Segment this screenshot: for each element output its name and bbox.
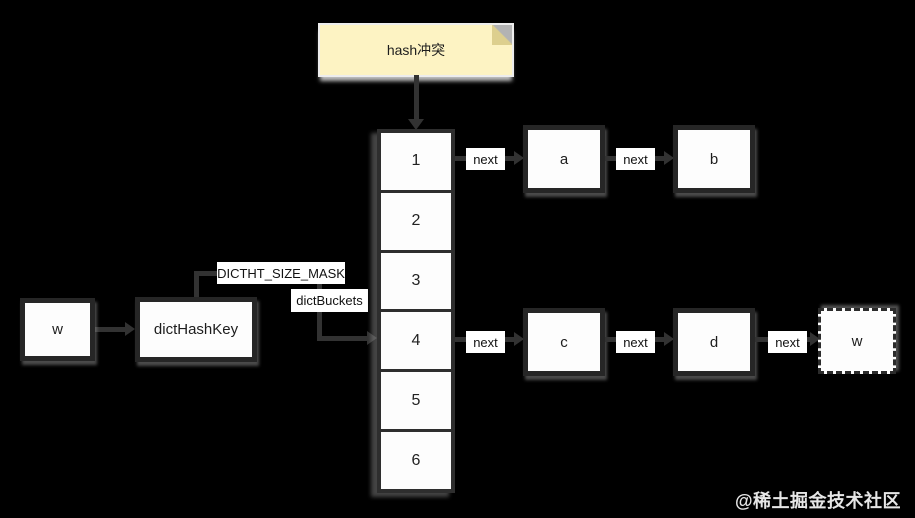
bucket-cell-6: 6 xyxy=(381,432,451,489)
edge-into-bucket4 xyxy=(317,336,369,341)
edge-label-next: next xyxy=(616,331,655,353)
edge-label-text: DICTHT_SIZE_MASK xyxy=(217,265,345,281)
edge-to-c xyxy=(505,337,517,342)
edge-label-size-mask: DICTHT_SIZE_MASK xyxy=(217,262,345,284)
edge-label-next: next xyxy=(768,331,807,353)
bucket-cell-2: 2 xyxy=(381,192,451,250)
node-d: d xyxy=(673,308,755,376)
bucket-cell-5: 5 xyxy=(381,372,451,430)
edge-d-out xyxy=(755,337,769,342)
edge-c-out xyxy=(605,337,617,342)
arrowhead-right-icon xyxy=(367,331,377,345)
edge-to-d xyxy=(655,337,667,342)
note-connector-line xyxy=(414,75,419,121)
edge-label-text: dictBuckets xyxy=(296,293,363,308)
edge-a-out xyxy=(605,156,617,161)
edge-label-next: next xyxy=(466,331,505,353)
node-key-w: w xyxy=(20,298,95,361)
arrowhead-down-icon xyxy=(408,119,424,130)
node-label: c xyxy=(560,333,568,351)
edge-label-dictbuckets: dictBuckets xyxy=(291,289,368,312)
bucket-cell-3: 3 xyxy=(381,252,451,310)
sticky-note-label: hash冲突 xyxy=(386,42,446,58)
watermark: @稀土掘金技术社区 xyxy=(735,491,902,511)
node-c: c xyxy=(523,308,605,376)
node-w-dashed: w xyxy=(818,308,896,374)
arrowhead-right-icon xyxy=(514,332,524,346)
node-dicthashkey: dictHashKey xyxy=(135,297,257,362)
arrowhead-right-icon xyxy=(664,332,674,346)
node-label: b xyxy=(709,150,719,168)
bucket-cell-1: 1 xyxy=(381,133,451,190)
edge-label-next: next xyxy=(616,148,655,170)
bucket-cell-4: 4 xyxy=(381,312,451,370)
node-label: d xyxy=(709,333,719,351)
edge-hashkey-up xyxy=(194,273,199,299)
arrowhead-right-icon xyxy=(810,332,820,346)
edge-cell1-out xyxy=(455,156,467,161)
edge-to-b xyxy=(655,156,667,161)
edge-to-a xyxy=(505,156,517,161)
arrowhead-right-icon xyxy=(514,151,524,165)
edge-cell4-out xyxy=(455,337,467,342)
node-label: w xyxy=(52,321,63,338)
node-label: a xyxy=(559,150,569,168)
node-label: w xyxy=(851,332,863,350)
node-label: dictHashKey xyxy=(153,321,239,338)
node-a: a xyxy=(523,125,605,193)
arrowhead-right-icon xyxy=(125,322,135,336)
sticky-note: hash冲突 xyxy=(320,25,512,75)
edge-label-text: next xyxy=(473,151,498,167)
edge-w-to-hashkey xyxy=(95,327,126,332)
note-folded-corner-icon xyxy=(492,25,512,45)
arrowhead-right-icon xyxy=(664,151,674,165)
edge-label-text: next xyxy=(623,151,648,167)
edge-label-next: next xyxy=(466,148,505,170)
node-b: b xyxy=(673,125,755,193)
edge-label-text: next xyxy=(775,334,800,350)
edge-label-text: next xyxy=(623,334,648,350)
edge-label-text: next xyxy=(473,334,498,350)
bucket-array: 1 2 3 4 5 6 xyxy=(377,129,455,493)
